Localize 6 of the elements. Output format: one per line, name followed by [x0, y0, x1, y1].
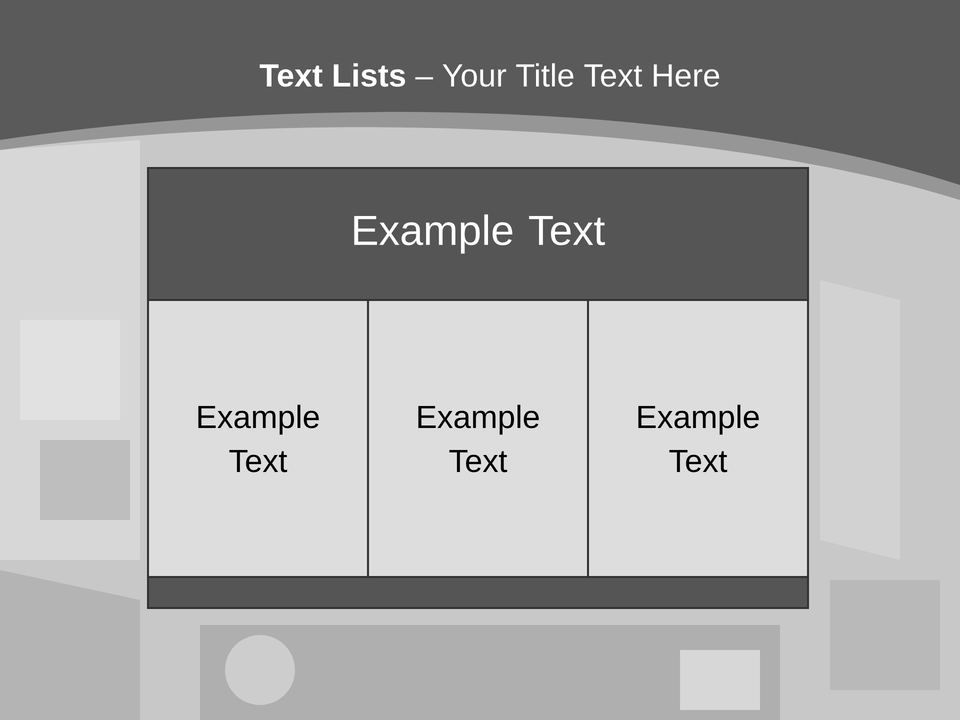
header-box: Example Text — [147, 167, 810, 301]
text-cell: Example Text — [367, 299, 589, 578]
text-cell: Example Text — [147, 299, 369, 578]
footer-bar — [147, 576, 810, 609]
title: Text Lists – Your Title Text Here — [260, 63, 720, 87]
text-cell: Example Text — [587, 299, 810, 578]
